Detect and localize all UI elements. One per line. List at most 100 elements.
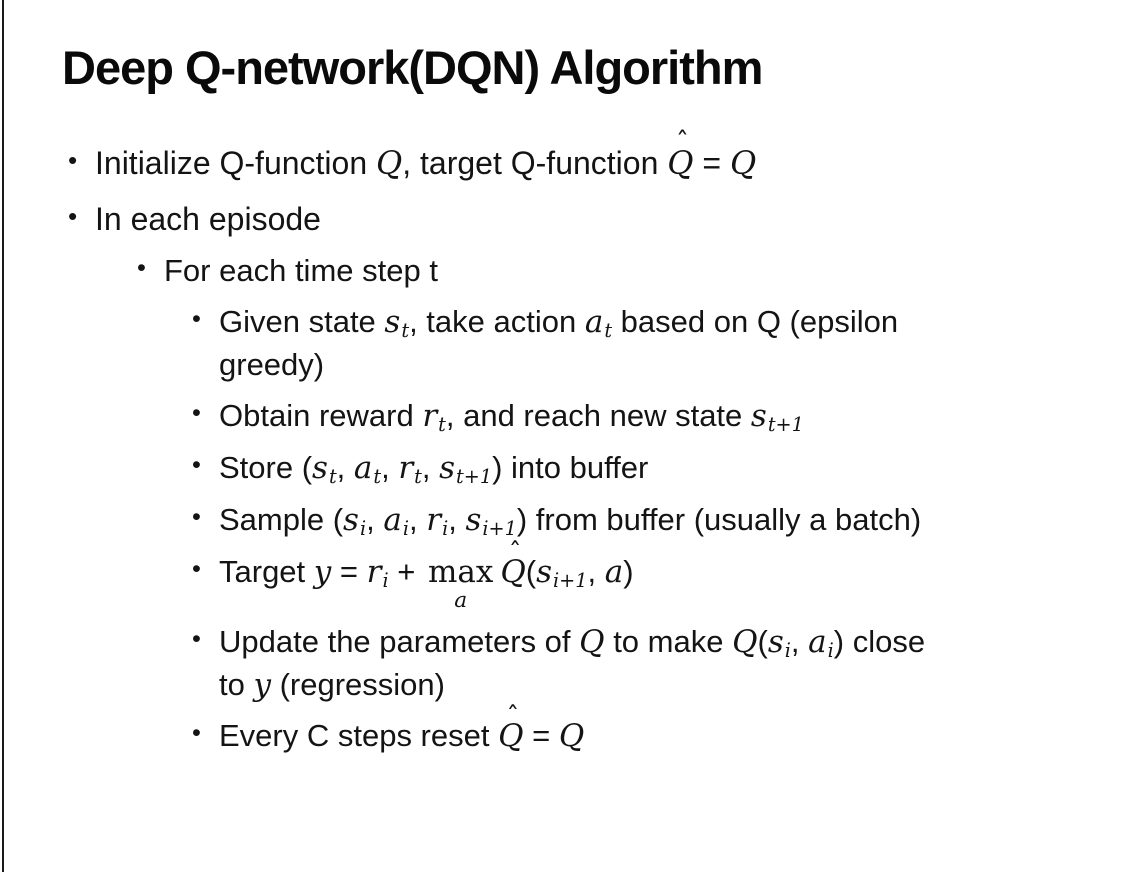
math-var: y [314,554,332,590]
math-var-base: a [584,304,604,341]
math-var-base: r [366,554,382,591]
math-var: st [312,450,337,488]
math-var-base: s [767,624,784,661]
text-segment: Target [219,554,314,590]
math-var: ai [383,502,409,540]
math-var-base: a [383,502,402,539]
math-var: ri [366,554,389,592]
text-segment: to make [604,624,733,660]
text-segment: = [331,554,367,590]
bullet-list: • Initialize Q-function Q, target Q-funct… [0,130,1094,767]
math-var-base: s [343,502,359,539]
math-var: Q [730,144,756,182]
text-segment: ( [525,554,537,590]
bullet-glyph: • [192,555,201,584]
hat-accent: ˆ [675,128,690,159]
limit-operator-name: max [427,554,494,591]
math-var-base: r [422,398,438,435]
text-segment: , [448,502,466,538]
math-var-base: r [398,450,414,487]
bullet-glyph: • [192,503,201,532]
math-var: si [343,502,367,540]
math-var: st+1 [439,450,492,488]
text-segment: Update the parameters of [219,624,580,660]
math-subscript: i+1 [482,516,517,540]
math-subscript: i [382,568,389,592]
text-segment: Store ( [219,450,313,486]
bullet-text: Store (st, at, rt, st+1) into buffer [219,447,1094,490]
text-segment: , [366,502,384,538]
math-var-base: s [465,502,482,539]
text-segment: , [409,502,427,538]
math-var: st+1 [750,398,804,436]
text-segment: Every C steps reset [219,718,499,754]
bullet-item: •Given state st, take action at based on… [0,301,1094,386]
math-subscript: i [402,516,409,540]
math-var-base: s [312,450,328,487]
slide-title: Deep Q-network(DQN) Algorithm [62,41,763,94]
math-subscript: t [414,464,422,488]
text-segment: ) from buffer (usually a batch) [516,502,922,538]
text-segment: , [381,450,399,486]
math-var-base: Q [732,624,758,661]
math-var-base: s [750,398,767,435]
bullet-text: Given state st, take action at based on … [219,301,1094,386]
bullet-item: •For each time step t [0,250,1094,292]
math-var-base: s [384,304,401,341]
math-subscript: t [373,464,382,488]
math-var: Q [559,718,584,754]
math-subscript: t [604,318,613,342]
bullet-text: Initialize Q-function Q, target Q-functi… [95,130,1094,186]
bullet-text: In each episode [95,198,1094,242]
math-subscript: i [359,516,367,540]
bullet-glyph: • [137,254,146,283]
math-var-base: Q [500,554,526,591]
text-segment: = [523,718,559,754]
math-var: rt [398,450,422,488]
math-var-base: Q [579,624,605,661]
bullet-item: • In each episode [0,198,1094,242]
text-segment: , [790,624,809,660]
text-segment: Sample ( [219,502,344,538]
math-var-base: s [536,554,553,591]
text-segment: based on Q (epsilon [612,304,899,340]
math-var-base: Q [376,144,403,182]
text-segment: , [587,554,605,590]
bullet-item: •Sample (si, ai, ri, si+1) from buffer (… [0,499,1094,542]
math-subscript: i [827,639,834,663]
math-var-base: a [353,450,373,487]
text-segment: Obtain reward [219,398,423,434]
math-var-base: Q [498,718,524,755]
text-segment: greedy) [219,347,325,383]
bullet-glyph: • [68,200,78,231]
math-var: si+1 [465,502,517,540]
text-segment: + [388,554,424,590]
text-segment: , [421,450,440,486]
math-var-base: s [439,450,456,487]
text-segment: (regression) [270,667,445,703]
text-segment: ( [757,624,768,660]
text-segment: ) close [833,624,926,660]
math-var: a [605,554,623,590]
math-var: ri [426,502,449,540]
bullet-item: •Store (st, at, rt, st+1) into buffer [0,447,1094,490]
math-subscript: i [442,516,449,540]
math-var-base: y [313,554,332,591]
math-var: y [253,667,271,703]
bullet-glyph: • [192,305,201,334]
math-var-base: a [808,624,827,661]
bullet-glyph: • [192,625,201,654]
math-subscript: i+1 [553,568,588,592]
text-segment: to [219,667,254,703]
bullet-item: •Update the parameters of Q to make Q(si… [0,621,1094,706]
slide-left-border [2,0,4,872]
math-var-base: Q [558,718,585,755]
limit-operator-under: a [454,587,468,613]
